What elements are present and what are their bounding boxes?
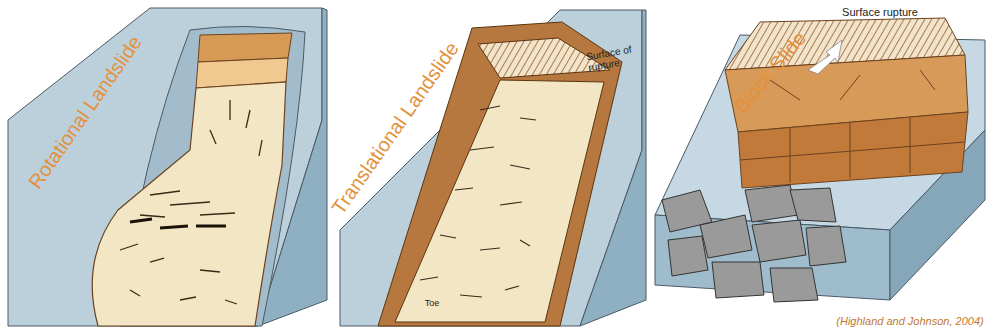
rotational-panel (8, 8, 327, 326)
toe-label: Toe (425, 299, 440, 309)
source-caption: (Highland and Johnson, 2004) (836, 315, 983, 327)
block-slide-panel (655, 18, 985, 302)
rupture-label: Surface rupture (842, 6, 918, 18)
translational-panel (340, 10, 646, 326)
